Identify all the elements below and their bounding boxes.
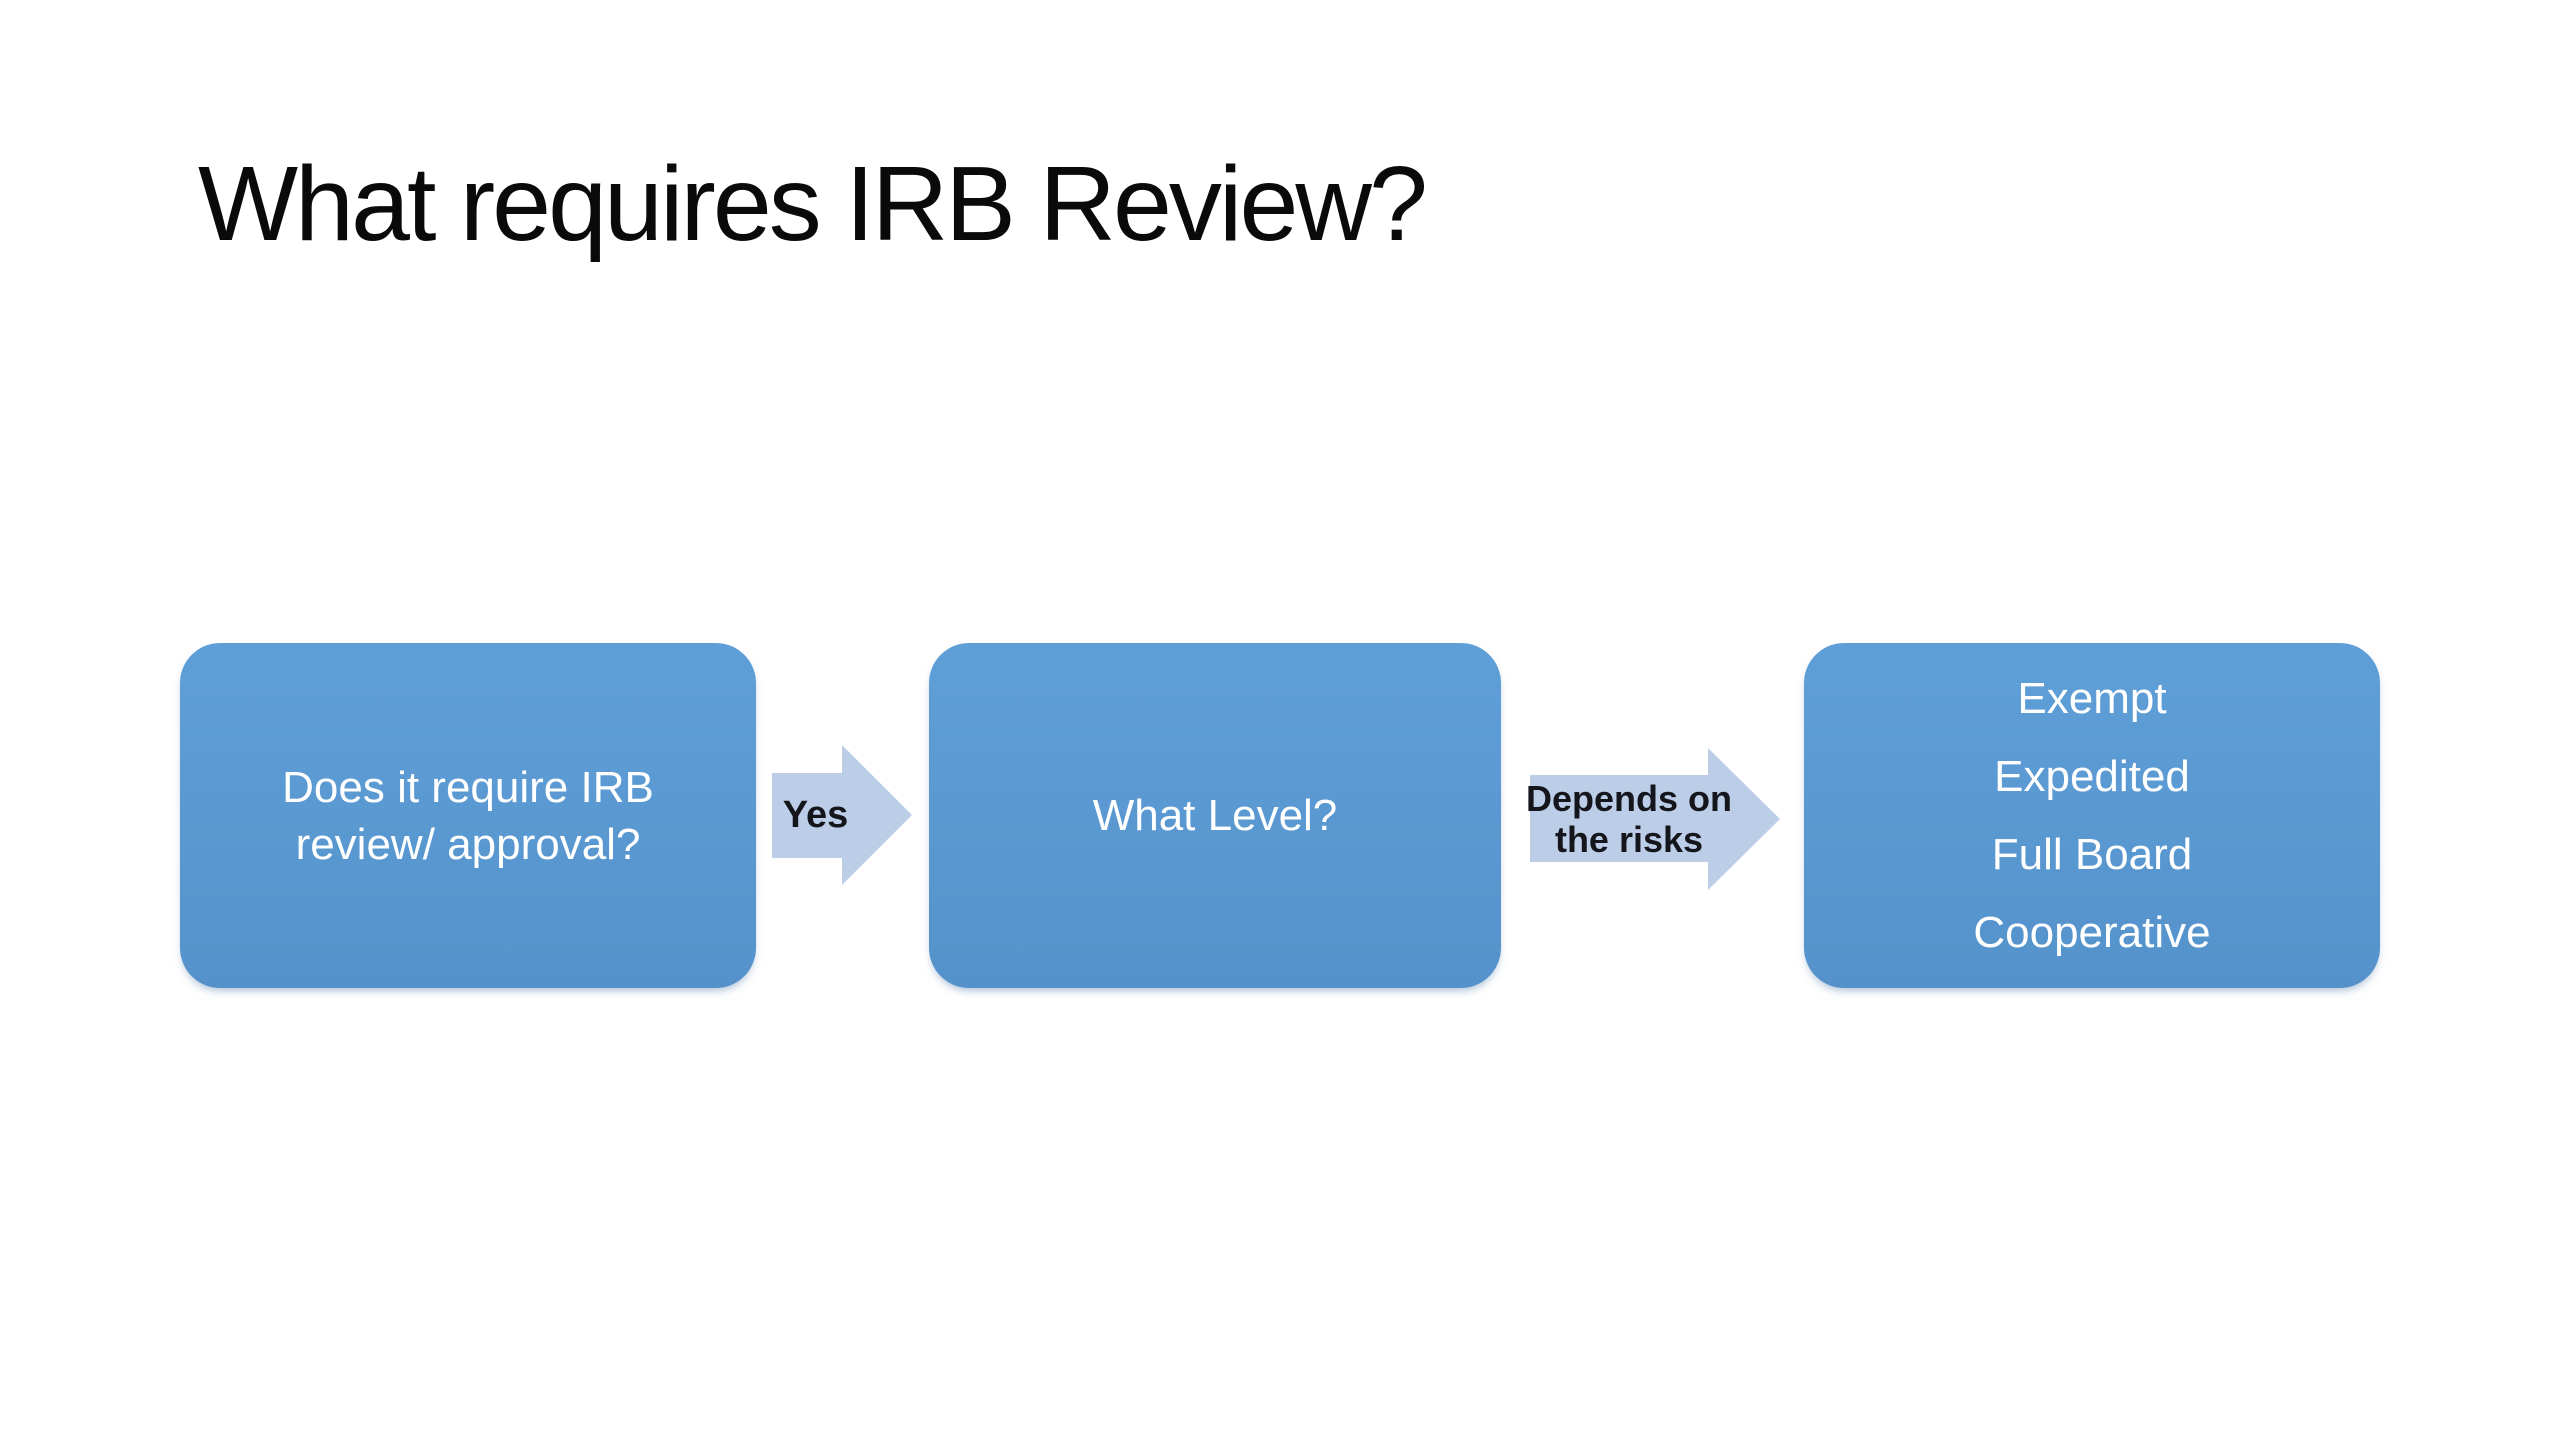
flow-box-question-line: review/ approval? xyxy=(295,819,641,869)
yes-arrow-label-line: Yes xyxy=(782,794,849,836)
flow-box-question-line: Does it require IRB xyxy=(282,762,654,812)
flow-box-level: What Level? xyxy=(929,643,1501,988)
depends-arrow-label: Depends on the risks xyxy=(1522,748,1736,890)
flow-box-outcomes: Exempt Expedited Full Board Cooperative xyxy=(1804,643,2380,988)
flow-box-outcomes-line: Expedited xyxy=(1994,751,2190,801)
flow-box-outcomes-line: Cooperative xyxy=(1973,907,2211,957)
yes-arrow-label: Yes xyxy=(768,773,863,858)
flow-box-outcomes-line: Full Board xyxy=(1991,829,2193,879)
yes-arrow-tail xyxy=(772,773,842,858)
depends-arrow-label-line: the risks xyxy=(1554,819,1704,860)
flow-box-question: Does it require IRB review/ approval? xyxy=(180,643,756,988)
flow-box-outcomes-line: Exempt xyxy=(2017,673,2167,723)
yes-arrow-head-icon xyxy=(842,745,912,885)
flow-box-level-line: What Level? xyxy=(1092,791,1338,840)
depends-arrow-tail xyxy=(1530,775,1708,862)
depends-arrow-head-icon xyxy=(1708,748,1780,890)
depends-arrow-label-line: Depends on xyxy=(1525,778,1732,819)
slide-title: What requires IRB Review? xyxy=(198,145,1428,263)
